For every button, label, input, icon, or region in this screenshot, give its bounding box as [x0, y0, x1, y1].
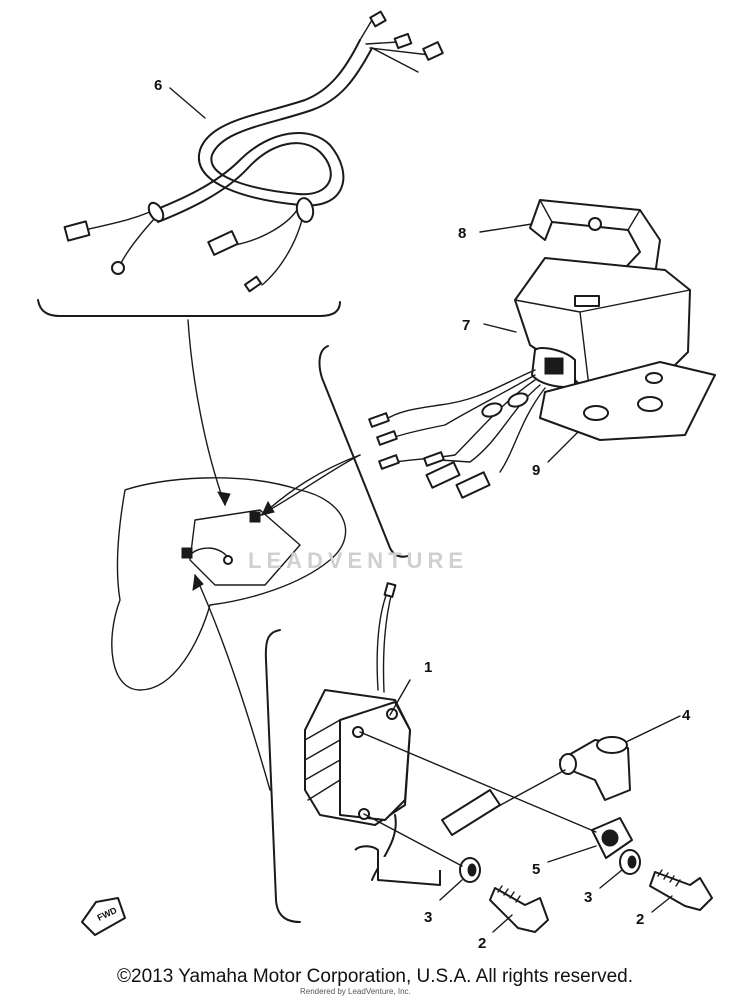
high-tension-lead-tube	[354, 845, 441, 886]
watermark-text: LEADVENTURE	[248, 548, 469, 573]
part-6-wire-harness[interactable]	[63, 10, 444, 293]
part-2-bolt-right[interactable]	[649, 869, 713, 911]
part-1-ignition-coil[interactable]	[304, 582, 411, 826]
harness-location-leader	[187, 319, 226, 506]
callout-2-right: 2	[636, 911, 644, 928]
part-tube-sleeve[interactable]	[441, 789, 501, 836]
part-2-bolt-left[interactable]	[489, 885, 549, 933]
callout-4: 4	[682, 707, 691, 724]
callout-3-right: 3	[584, 889, 592, 906]
harness-group-bracket	[37, 299, 341, 317]
render-credit: Rendered by LeadVenture, Inc.	[300, 987, 411, 996]
part-9-mounting-plate[interactable]	[539, 361, 716, 441]
callout-2-left: 2	[478, 935, 486, 952]
part-7-control-unit[interactable]	[514, 257, 691, 396]
part-4-spark-plug-cap[interactable]	[559, 736, 631, 801]
copyright-notice: ©2013 Yamaha Motor Corporation, U.S.A. A…	[117, 966, 633, 987]
part-3-washer-right[interactable]	[619, 849, 641, 875]
control-unit-wires	[368, 369, 546, 499]
control-unit-group-bracket	[318, 345, 409, 558]
part-3-washer-left[interactable]	[459, 857, 481, 883]
callout-5: 5	[532, 861, 540, 878]
callout-9: 9	[532, 462, 540, 479]
callout-6: 6	[154, 77, 162, 94]
callout-7: 7	[462, 317, 470, 334]
callout-1: 1	[424, 659, 432, 676]
fwd-arrow-icon: FWD	[81, 897, 126, 936]
high-tension-lead	[371, 814, 397, 881]
ignition-coil-location-leader	[194, 574, 271, 791]
callout-8: 8	[458, 225, 466, 242]
part-5-cable-clamp[interactable]	[591, 817, 633, 859]
callout-3-left: 3	[424, 909, 432, 926]
ignition-coil-group-bracket	[264, 629, 301, 923]
